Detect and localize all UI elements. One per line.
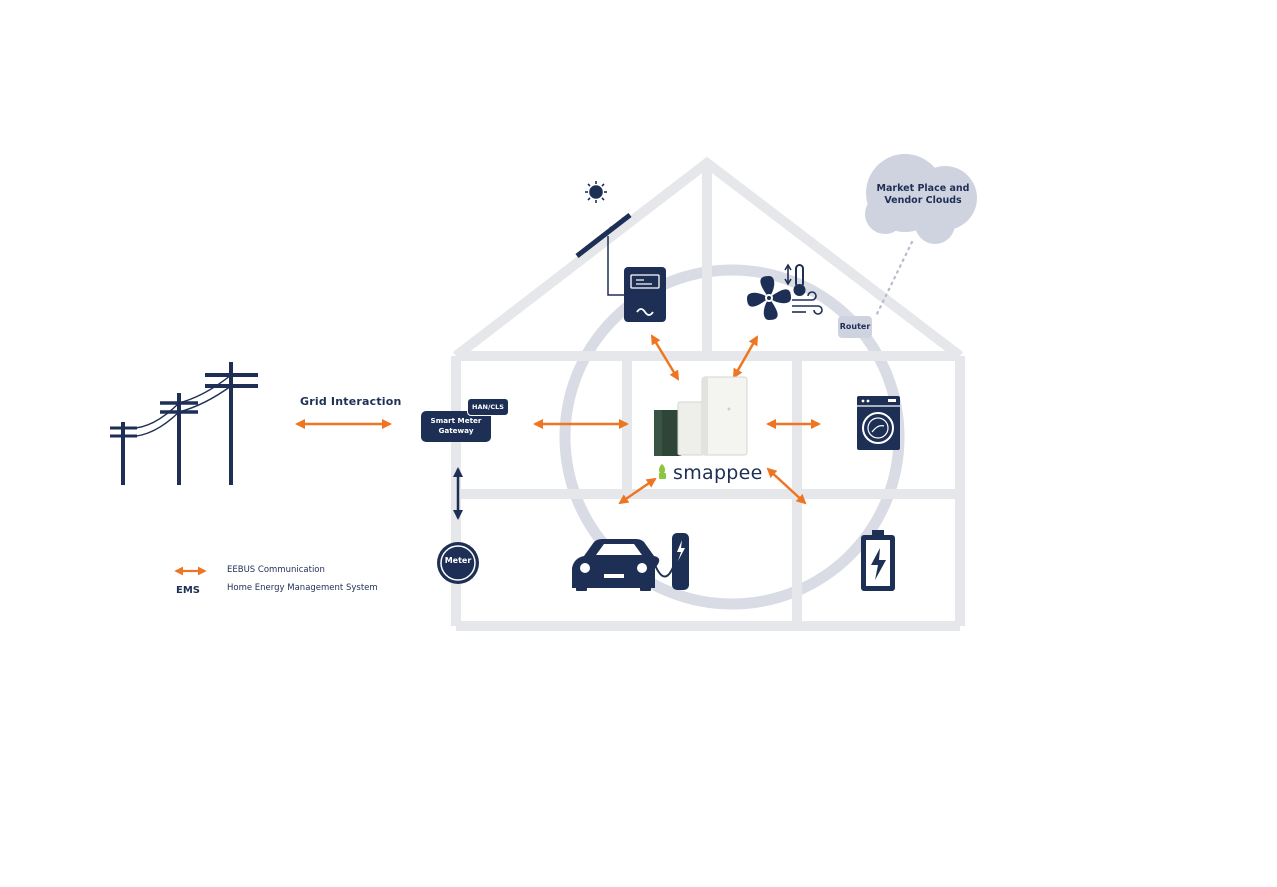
heat-pump-icon (747, 276, 791, 320)
solar-panel-icon (575, 213, 632, 296)
hub-battery-arrow (766, 467, 807, 505)
legend-ems-label: Home Energy Management System (227, 583, 378, 593)
charging-station-icon (654, 533, 689, 590)
meter-label: Meter (444, 556, 472, 565)
power-lines-icon (110, 362, 258, 485)
washing-machine-icon (857, 396, 900, 450)
brand-wordmark: smappee (673, 462, 763, 484)
hub-car-arrow (618, 477, 657, 505)
cloud-dotted-link (874, 240, 914, 318)
market-place-label: Market Place and Vendor Clouds (876, 183, 970, 206)
electric-car-icon (572, 539, 660, 591)
market-cloud (865, 154, 977, 244)
meter-icon (437, 542, 479, 584)
sun-icon (585, 181, 607, 203)
legend-eebus-label: EEBUS Communication (227, 565, 325, 575)
hub-inverter-arrow (650, 334, 680, 381)
legend-ems-tag: EMS (176, 585, 200, 596)
grid-interaction-label: Grid Interaction (300, 395, 402, 408)
airflow-icon (792, 291, 823, 315)
energy-hub-icon (654, 376, 748, 479)
han-cls-badge: HAN/CLS (467, 398, 509, 416)
router-label: Router (838, 316, 872, 338)
smart-meter-gateway-label: Smart Meter Gateway (430, 416, 482, 435)
hub-heatpump-arrow (732, 335, 759, 379)
thermometer-icon (784, 263, 806, 296)
home-battery-icon (861, 530, 895, 591)
inverter-icon (624, 267, 666, 322)
smart-meter-gateway-box (421, 411, 491, 442)
